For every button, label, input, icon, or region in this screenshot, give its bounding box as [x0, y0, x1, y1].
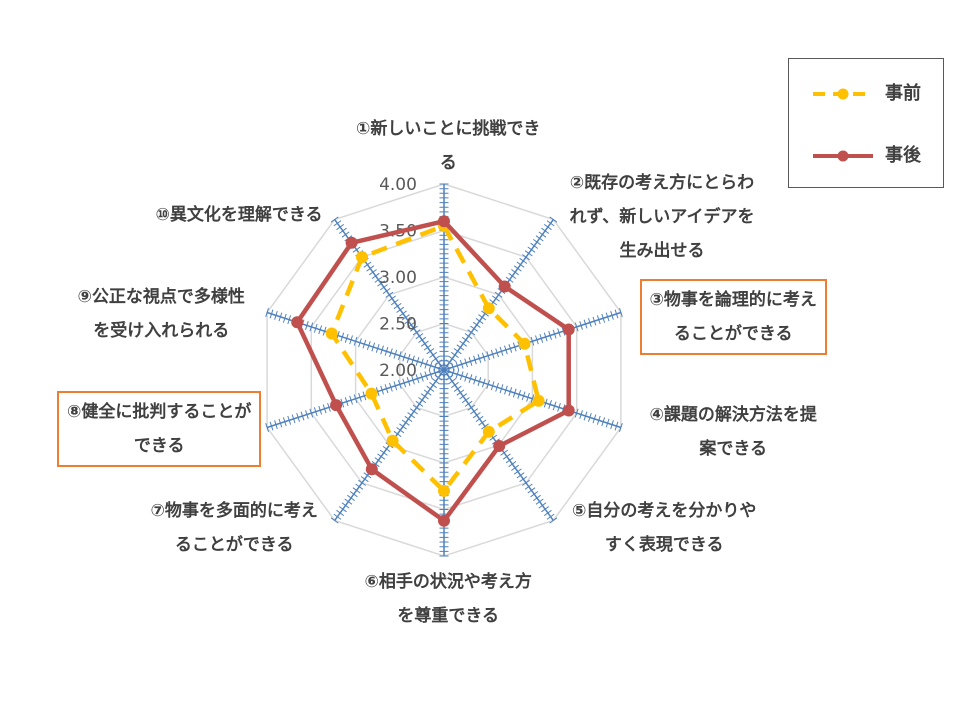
legend-item-after: 事後 — [789, 141, 943, 171]
category-label-3-line-2: ることができる — [673, 324, 793, 344]
series-1-point-8 — [330, 399, 343, 412]
tick-label-2.00: 2.00 — [379, 361, 417, 381]
series-0-point-3 — [518, 337, 531, 350]
category-label-8: ⑧健全に批判することができる — [57, 391, 262, 467]
category-label-2-line-3: 生み出せる — [619, 241, 705, 261]
category-label-5: ⑤自分の考えを分かりやすく表現できる — [572, 494, 756, 562]
series-line-1 — [294, 218, 571, 523]
tick-label-4.00: 4.00 — [379, 175, 417, 195]
category-label-8-line-1: ⑧健全に批判することが — [67, 402, 252, 422]
category-label-10-line-1: ⑩異文化を理解できる — [155, 205, 323, 225]
series-0-point-2 — [482, 302, 495, 315]
legend-item-before: 事前 — [789, 79, 943, 109]
legend-label-before: 事前 — [885, 83, 921, 104]
category-label-7-line-1: ⑦物事を多面的に考え — [150, 501, 318, 521]
category-label-2: ②既存の考え方にとらわれず、新しいアイデアを生み出せる — [570, 166, 755, 268]
category-label-2-line-1: ②既存の考え方にとらわ — [569, 173, 755, 193]
category-label-9: ⑨公正な視点で多様性を受け入れられる — [78, 280, 245, 348]
category-label-7-line-2: ることができる — [174, 535, 294, 555]
series-1-point-10 — [345, 236, 358, 249]
series-0-point-10 — [356, 251, 368, 264]
radar-tick-labels: 2.002.503.003.504.00 — [379, 175, 417, 381]
category-label-8-line-2: できる — [133, 436, 185, 456]
category-label-1: ①新しいことに挑戦できる — [356, 112, 540, 180]
legend-swatch-after — [813, 150, 873, 162]
category-label-4-line-2: 案できる — [699, 439, 768, 459]
tick-label-2.50: 2.50 — [379, 315, 417, 335]
series-1-point-7 — [365, 463, 378, 476]
series-0-point-7 — [386, 434, 399, 447]
category-label-1-line-1: ①新しいことに挑戦でき — [356, 119, 541, 139]
legend-label-after: 事後 — [885, 145, 921, 166]
series-0-point-5 — [482, 425, 495, 438]
series-1-point-6 — [438, 514, 450, 527]
series-0-point-4 — [532, 394, 545, 407]
axis-ticks-8 — [265, 367, 442, 432]
series-line-0 — [329, 223, 541, 494]
series-1-point-1 — [438, 215, 450, 228]
axis-ticks-10 — [330, 216, 446, 370]
series-0-point-9 — [325, 327, 338, 340]
series-1-point-5 — [493, 440, 506, 452]
series-1-point-2 — [498, 280, 511, 293]
category-label-6-line-1: ⑥相手の状況や考え方 — [364, 572, 532, 592]
series-1-point-4 — [562, 404, 575, 417]
axis-ticks-5 — [442, 370, 558, 524]
category-label-9-line-2: を受け入れられる — [93, 321, 230, 341]
category-label-10: ⑩異文化を理解できる — [156, 198, 323, 232]
tick-label-3.00: 3.00 — [379, 268, 417, 288]
series-1-point-9 — [291, 316, 304, 329]
category-label-6: ⑥相手の状況や考え方を尊重できる — [365, 565, 532, 633]
category-label-4: ④課題の解決方法を提案できる — [650, 398, 817, 466]
category-label-5-line-1: ⑤自分の考えを分かりや — [572, 501, 757, 521]
legend: 事前 事後 — [788, 58, 944, 188]
series-0-point-8 — [365, 387, 378, 400]
category-label-3-line-1: ③物事を論理的に考え — [649, 290, 817, 310]
radar-series — [291, 215, 575, 527]
category-label-2-line-2: れず、新しいアイデアを — [569, 207, 755, 227]
legend-swatch-before — [813, 88, 873, 100]
category-label-5-line-2: すく表現できる — [604, 535, 724, 555]
category-label-6-line-2: を尊重できる — [397, 606, 500, 626]
category-label-1-line-2: る — [439, 153, 457, 173]
series-0-point-6 — [438, 484, 450, 497]
category-label-4-line-1: ④課題の解決方法を提 — [649, 405, 817, 425]
category-label-3: ③物事を論理的に考えることができる — [639, 279, 827, 355]
category-label-7: ⑦物事を多面的に考えることができる — [151, 494, 318, 562]
series-1-point-3 — [562, 323, 575, 336]
category-label-9-line-1: ⑨公正な視点で多様性 — [77, 287, 245, 307]
